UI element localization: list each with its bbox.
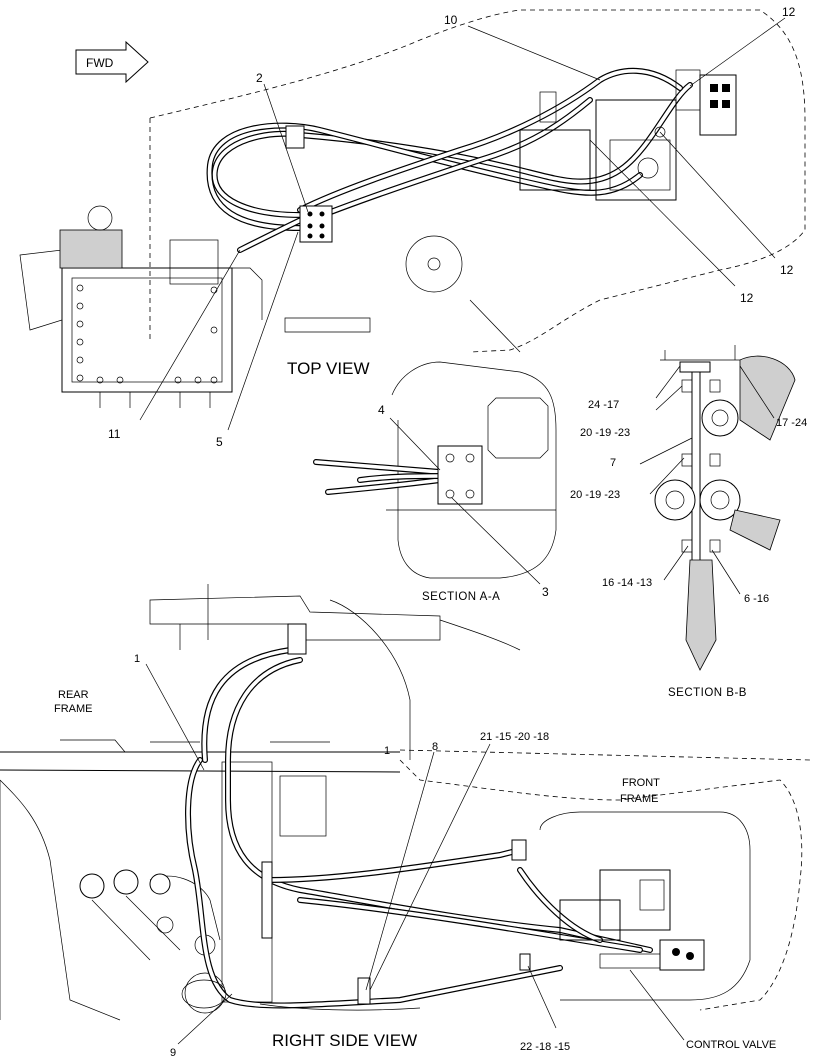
right-side-view: 1 [0, 584, 811, 1057]
section-b-b-title: SECTION B-B [668, 687, 747, 699]
callout-2: 2 [256, 71, 263, 85]
callout-22-18-15: 22 -18 -15 [520, 1041, 570, 1053]
control-valve-label: CONTROL VALVE [686, 1039, 776, 1051]
callout-1-side: 1 [384, 745, 390, 757]
callout-6-16: 6 -16 [744, 593, 769, 605]
rear-frame-label-2: FRAME [54, 703, 93, 715]
top-view: FWD [19, 5, 806, 449]
section-a-a-title: SECTION A-A [422, 591, 500, 603]
section-b-b: 24 -17 17 -24 20 -19 -23 7 20 -19 -23 16… [570, 345, 807, 699]
top-rear-frame [19, 205, 263, 408]
top-clamp [285, 125, 333, 243]
front-frame-label-1: FRONT [622, 777, 660, 789]
front-frame-label-2: FRAME [620, 793, 659, 805]
callout-20-19-23-b: 20 -19 -23 [570, 489, 620, 501]
callout-1-upper: 1 [134, 653, 140, 665]
callout-17-24: 17 -24 [776, 417, 807, 429]
top-control-valve [519, 69, 737, 201]
side-control-valve [559, 869, 705, 971]
callout-16-14-13: 16 -14 -13 [602, 577, 652, 589]
right-side-view-title: RIGHT SIDE VIEW [272, 1031, 417, 1050]
rear-frame-label-1: REAR [58, 689, 89, 701]
callout-12-right: 12 [780, 263, 794, 277]
top-front-frame-outline [149, 9, 806, 353]
section-a-a: 4 3 SECTION A-A [313, 361, 557, 603]
callout-4: 4 [378, 403, 385, 417]
callout-9: 9 [170, 1047, 176, 1057]
side-hose-bundle [185, 647, 653, 1009]
top-view-title: TOP VIEW [287, 359, 370, 378]
callout-8: 8 [432, 741, 438, 753]
fwd-label: FWD [86, 56, 114, 70]
callout-20-19-23-a: 20 -19 -23 [580, 427, 630, 439]
callout-11: 11 [108, 427, 121, 441]
fwd-arrow: FWD [75, 40, 149, 84]
callout-10: 10 [444, 13, 458, 27]
top-hitch [405, 235, 463, 293]
callout-3: 3 [542, 585, 549, 599]
callout-24-17: 24 -17 [588, 399, 619, 411]
callout-12-top: 12 [782, 5, 796, 19]
callout-21-15-20-18: 21 -15 -20 -18 [480, 731, 549, 743]
top-hose-bundle [206, 67, 693, 253]
callout-12-lower: 12 [740, 291, 754, 305]
callout-5: 5 [216, 435, 223, 449]
callout-7: 7 [610, 457, 616, 469]
